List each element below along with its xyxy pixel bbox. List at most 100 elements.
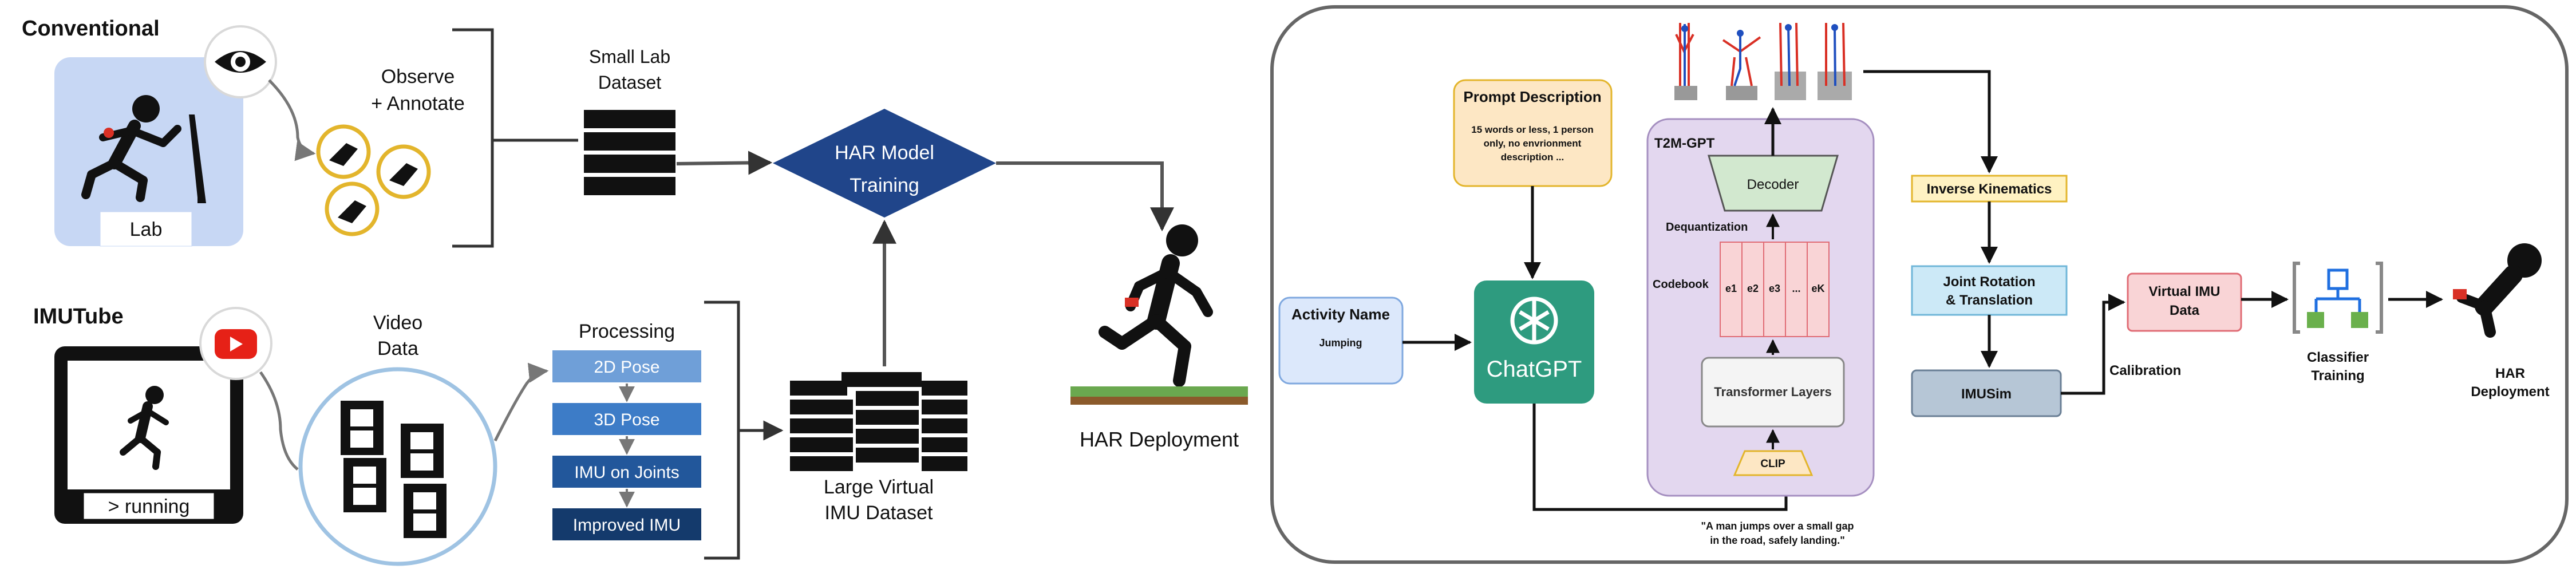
conventional-title: Conventional	[22, 17, 160, 41]
step-improved-imu-label: Improved IMU	[573, 516, 681, 535]
youtube-to-video-connector	[259, 371, 299, 471]
dequantization-label: Dequantization	[1666, 221, 1748, 234]
prompt-title: Prompt Description	[1463, 88, 1601, 105]
step-3d-pose	[552, 403, 701, 435]
imutube-bracket	[704, 301, 781, 560]
writing-hand-icon	[329, 143, 418, 223]
decoder-label: Decoder	[1747, 177, 1799, 192]
prompt-line2: only, no envrionment	[1484, 138, 1582, 149]
imusim-to-virtual-arrow	[2061, 294, 2125, 395]
quote-line2: in the road, safely landing."	[1710, 535, 1845, 546]
jumping-person-icon	[2453, 243, 2542, 338]
lab-label-box	[100, 211, 192, 247]
joint-line1: Joint Rotation	[1943, 274, 2035, 290]
ground-grass	[1070, 386, 1248, 397]
clip-shape	[1733, 450, 1814, 476]
quote-caption: "A man jumps over a small gap in the roa…	[1701, 520, 1854, 546]
skeletons-to-ik-arrow	[1863, 70, 1998, 173]
step-imu-on-joints	[552, 456, 701, 488]
screen-runner-icon	[120, 386, 169, 470]
conventional-bracket	[452, 28, 578, 248]
transformer-box	[1701, 357, 1845, 428]
running-person-icon	[1099, 224, 1213, 387]
transformer-label: Transformer Layers	[1714, 385, 1831, 399]
har-right-line2: Deployment	[2471, 384, 2549, 400]
video-data-line2: Data	[377, 338, 418, 359]
har-training-line1: HAR Model	[835, 142, 934, 164]
codebook-cell-e2: e2	[1747, 283, 1759, 294]
lab-label: Lab	[130, 219, 163, 240]
inverse-kinematics-box: Inverse Kinematics	[1911, 175, 2068, 203]
activity-value: Jumping	[1319, 337, 1362, 349]
har-deployment-right: HAR Deployment	[2453, 243, 2550, 400]
film-reel-icons	[341, 401, 447, 538]
conventional-section: Conventional Lab	[22, 17, 773, 248]
har-deployment-label: HAR Deployment	[1080, 428, 1239, 451]
t2m-title: T2M-GPT	[1654, 136, 1715, 151]
classifier-network-icon	[2293, 262, 2383, 334]
openai-logo-icon	[1510, 297, 1558, 345]
training-to-deployment-arrow	[996, 161, 1174, 232]
imutube-title: IMUTube	[33, 305, 124, 329]
prompt-line3: description ...	[1501, 152, 1564, 163]
small-dataset-label-line2: Dataset	[598, 72, 661, 93]
treadmill-runner-icon	[81, 95, 206, 203]
step-improved-imu	[552, 508, 701, 540]
video-screen	[68, 361, 230, 489]
skeleton-thumbnails	[1674, 22, 1852, 100]
video-to-processing-connector	[493, 362, 549, 442]
chatgpt-block: ChatGPT	[1474, 280, 1594, 404]
observe-label-line1: Observe	[381, 66, 455, 88]
decoder-shape	[1708, 155, 1839, 212]
virtual-line2: Data	[2170, 303, 2200, 318]
codebook-label: Codebook	[1653, 278, 1709, 291]
video-data-line1: Video	[373, 312, 422, 334]
skeleton-pose-3-icon	[1775, 22, 1806, 100]
skeleton-pose-1-icon	[1674, 23, 1697, 100]
clip-label: CLIP	[1760, 458, 1785, 470]
eye-to-annotate-connector	[268, 79, 316, 161]
joint-line2: & Translation	[1946, 293, 2033, 308]
step-3d-pose-label: 3D Pose	[594, 410, 659, 429]
classifier-training: Classifier Training	[2293, 262, 2383, 384]
codebook-cell-ellipsis: ...	[1792, 283, 1800, 294]
step-2d-pose	[552, 350, 701, 382]
step-imu-on-joints-label: IMU on Joints	[574, 463, 679, 482]
small-dataset-to-training-arrow	[676, 151, 773, 175]
codebook-cell-ek: eK	[1811, 283, 1824, 294]
imusim-label: IMUSim	[1961, 386, 2012, 402]
joint-rotation-box: Joint Rotation & Translation	[1911, 265, 2068, 316]
t2m-gpt-block: T2M-GPT Decoder Dequantization Codebook …	[1646, 118, 1875, 497]
classifier-line2: Training	[2311, 368, 2364, 384]
eye-icon	[204, 25, 277, 98]
codebook-cells: e1 e2 e3 ... eK	[1720, 242, 1830, 337]
har-model-training: HAR Model Training	[773, 109, 1174, 232]
virtual-imu-box: Virtual IMU Data	[2127, 272, 2242, 332]
activity-title: Activity Name	[1291, 306, 1390, 323]
codebook-cell-e3: e3	[1769, 283, 1780, 294]
small-dataset-stack-icon	[584, 110, 675, 195]
har-right-line1: HAR	[2495, 366, 2525, 381]
youtube-icon	[199, 307, 272, 380]
skeleton-pose-2-icon	[1722, 30, 1761, 100]
annotate-icons	[316, 124, 431, 236]
imusim-box: IMUSim	[1911, 369, 2062, 417]
quote-line1: "A man jumps over a small gap	[1701, 520, 1854, 532]
har-training-diamond	[773, 109, 996, 218]
prompt-line1: 15 words or less, 1 person	[1471, 124, 1594, 135]
har-training-line2: Training	[850, 175, 919, 196]
skeleton-pose-4-icon	[1818, 22, 1852, 100]
activity-name-box: Activity Name Jumping	[1278, 297, 1404, 385]
large-dataset-stack-icon	[790, 372, 967, 471]
imutube-section: IMUTube > running Video Data	[33, 219, 967, 566]
small-dataset-label-line1: Small Lab	[589, 46, 670, 67]
screen-caption-box	[82, 491, 216, 521]
processing-title: Processing	[579, 321, 675, 342]
codebook-cell-e1: e1	[1725, 283, 1737, 294]
chatgpt-label: ChatGPT	[1487, 357, 1582, 382]
virtual-line1: Virtual IMU	[2149, 284, 2221, 299]
step-2d-pose-label: 2D Pose	[594, 358, 659, 377]
classifier-line1: Classifier	[2307, 350, 2369, 365]
large-dataset-line2: IMU Dataset	[825, 502, 933, 524]
